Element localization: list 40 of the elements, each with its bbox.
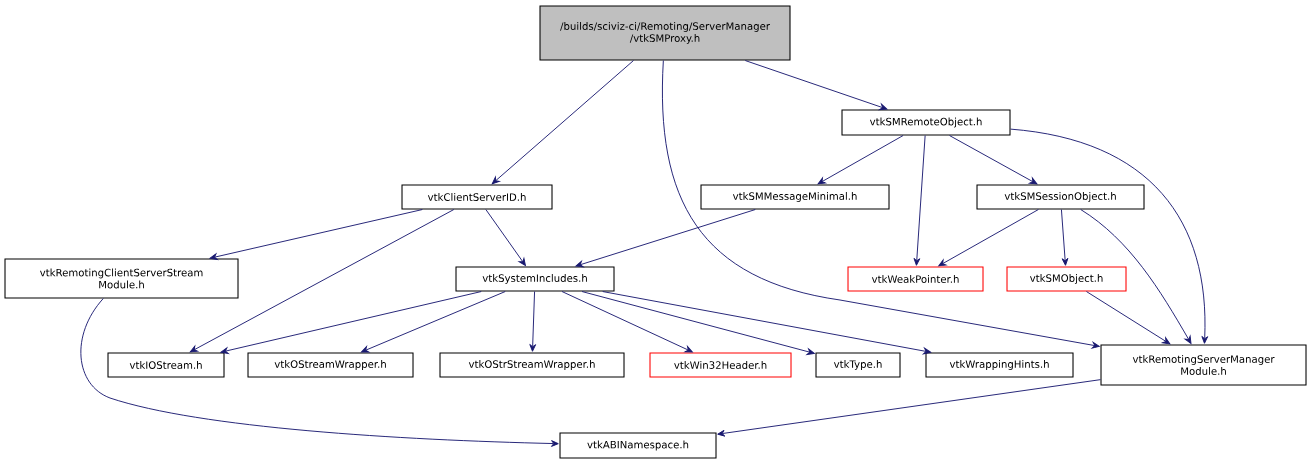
arrow	[1086, 291, 1171, 345]
file-box: vtkSMMessageMinimal.h	[700, 184, 890, 210]
file-box: vtkType.h	[815, 352, 901, 378]
file-box: /builds/sciviz-ci/Remoting/ServerManager /vtkSMProxy.h	[539, 5, 791, 61]
file-box: vtkOStrStreamWrapper.h	[439, 352, 625, 378]
file-box: vtkRemotingServerManager Module.h	[1100, 344, 1307, 386]
file-box: vtkRemotingClientServerStream Module.h	[4, 258, 239, 299]
file-box: vtkIOStream.h	[107, 352, 225, 378]
file-box: vtkSMSessionObject.h	[976, 184, 1145, 210]
file-box: vtkSMRemoteObject.h	[841, 109, 1011, 136]
arrow	[744, 60, 888, 111]
file-box: vtkABINamespace.h	[559, 432, 717, 459]
file-box: vtkSMObject.h	[1006, 266, 1127, 292]
file-box: vtkWeakPointer.h	[847, 266, 984, 292]
arrow	[717, 379, 1101, 437]
arrow	[1010, 128, 1209, 344]
arrow	[485, 209, 526, 266]
arrow	[661, 60, 1100, 349]
arrow	[938, 209, 1039, 267]
arrow	[913, 135, 926, 266]
arrow	[360, 291, 506, 353]
file-box: vtkWin32Header.h	[649, 352, 792, 378]
arrow	[817, 135, 904, 185]
arrow	[1080, 209, 1192, 344]
arrow	[80, 298, 559, 447]
file-box: vtkSystemIncludes.h	[455, 266, 615, 292]
arrow	[602, 291, 932, 355]
arrow	[189, 209, 455, 353]
arrow	[209, 209, 423, 260]
arrow	[581, 291, 815, 355]
file-box: vtkClientServerID.h	[401, 184, 553, 210]
file-box: vtkOStreamWrapper.h	[247, 352, 414, 378]
arrow	[949, 135, 1038, 185]
arrow	[491, 60, 634, 185]
arrow	[220, 291, 482, 354]
arrow	[561, 291, 693, 353]
file-box: vtkWrappingHints.h	[925, 352, 1074, 378]
arrow	[1060, 209, 1069, 266]
arrow	[529, 291, 537, 352]
arrow	[575, 209, 756, 268]
